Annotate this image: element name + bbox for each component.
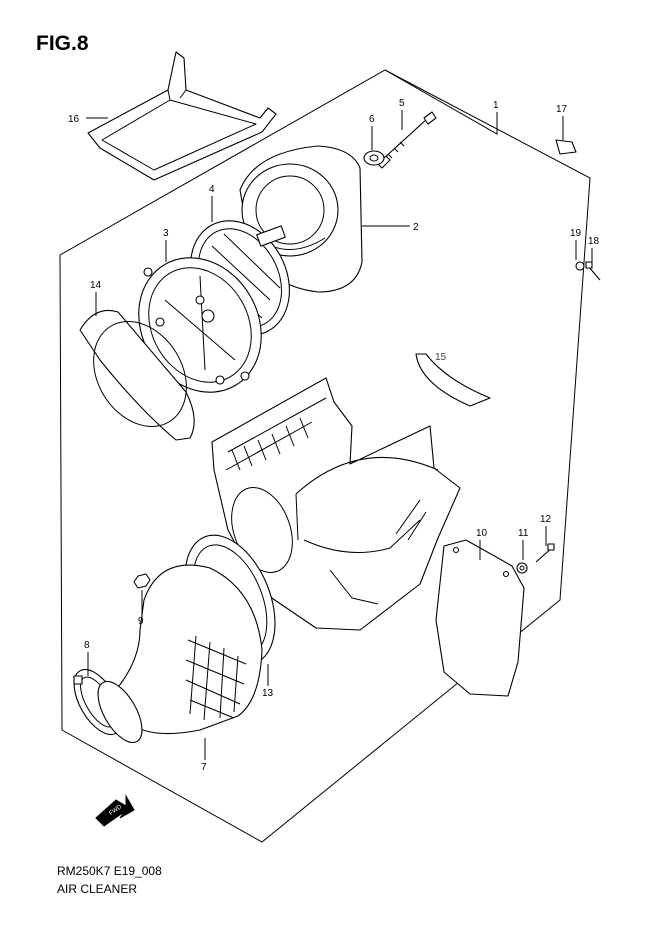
callout-4: 4 [209,184,215,195]
callout-11: 11 [518,528,529,539]
part-12-screw[interactable] [535,543,555,563]
callout-5: 5 [399,98,405,109]
callout-leaders [86,69,593,760]
callout-10: 10 [476,528,488,539]
callout-19: 19 [570,228,582,239]
part-3-filter-plate[interactable] [115,235,285,414]
callout-12: 12 [540,514,552,525]
part-17-clip-nut[interactable] [555,139,577,155]
part-14-gasket[interactable] [75,304,206,443]
part-7-intake-duct[interactable] [115,564,263,735]
fwd-arrow-icon: FWD [95,794,135,827]
callout-18: 18 [588,236,600,247]
part-11-washer[interactable] [516,562,528,574]
callout-1: 1 [493,100,499,111]
part-16-cover[interactable] [87,51,277,181]
callout-15: 15 [435,352,447,363]
callout-8: 8 [84,640,90,651]
callout-17: 17 [556,104,568,115]
callout-labels: 1 2 3 4 5 6 7 8 9 10 11 12 13 14 15 16 1… [68,98,600,773]
callout-16: 16 [68,114,80,125]
callout-3: 3 [163,228,169,239]
callout-2: 2 [413,222,419,233]
part-6-washer[interactable] [363,150,385,166]
air-cleaner-box[interactable] [211,377,461,631]
part-10-flap[interactable] [435,539,525,697]
part-19-washer[interactable] [575,261,585,271]
diagram-caption: AIR CLEANER [57,882,138,896]
callout-7: 7 [201,762,207,773]
part-8-clamp[interactable] [64,662,150,750]
figure-title: FIG.8 [36,32,89,55]
model-code: RM250K7 E19_008 [57,864,162,878]
callout-9: 9 [138,616,144,627]
callout-13: 13 [262,688,274,699]
callout-14: 14 [90,280,102,291]
part-15-strip[interactable] [415,353,491,407]
callout-6: 6 [369,114,375,125]
part-18-bolt[interactable] [585,261,601,281]
part-9-nut[interactable] [133,573,151,589]
part-5-bolt[interactable] [377,111,437,169]
